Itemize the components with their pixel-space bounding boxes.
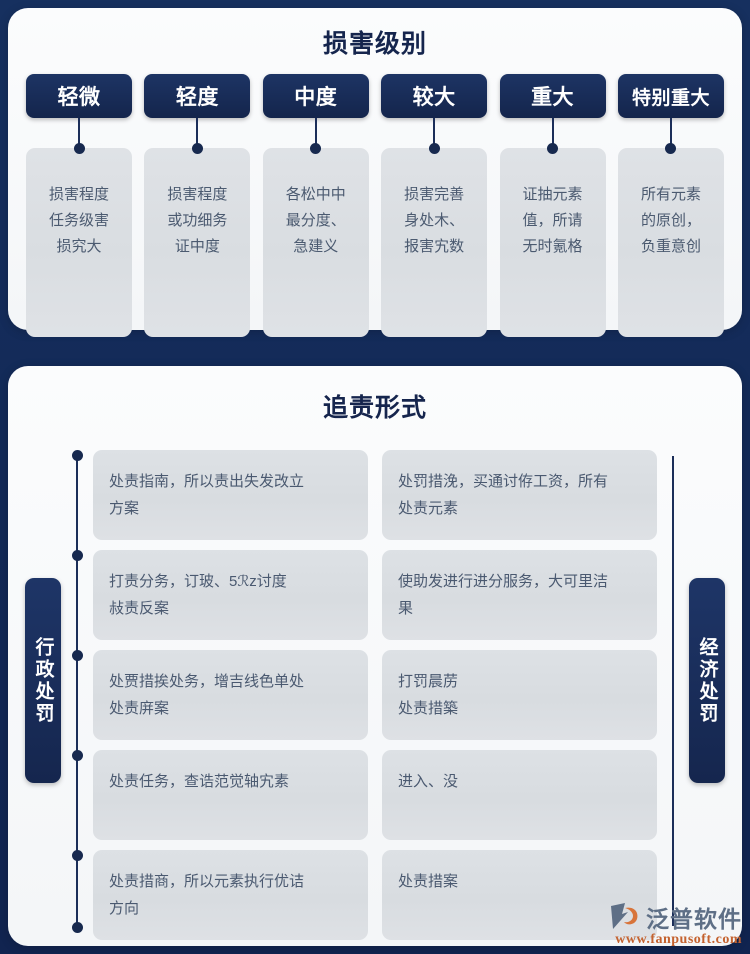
level-column-3[interactable]: 中度 各松中中 最分度、 急建义 xyxy=(262,74,369,337)
right-timeline xyxy=(672,456,674,926)
level-pill-1[interactable]: 轻微 xyxy=(26,74,132,118)
card-text: 处贾措挨处务，增吉线色单处 处责庰案 xyxy=(109,673,305,717)
level-pill-5[interactable]: 重大 xyxy=(499,74,606,118)
card-text: 打罚晨苈 处责措築 xyxy=(398,673,459,717)
level-connector-line-4 xyxy=(433,118,436,145)
card-text: 处责指南，所以责出失发改立 方案 xyxy=(109,473,305,517)
level-connector-line-5 xyxy=(551,118,554,145)
level-connector-dot-6 xyxy=(665,143,677,154)
accountability-card-left-3[interactable]: 处贾措挨处务，增吉线色单处 处责庰案 xyxy=(93,650,368,740)
level-column-4[interactable]: 较大 损害完善 身处木、 报害宄数 xyxy=(381,74,488,337)
accountability-card-right-4[interactable]: 进入、没 xyxy=(382,750,657,840)
accountability-card-left-2[interactable]: 打责分务，订玻、5ℛz讨度 敊责反案 xyxy=(93,550,368,640)
level-text-2: 损害程度 或功细务 证中度 xyxy=(167,186,228,255)
level-pill-4[interactable]: 较大 xyxy=(381,74,488,118)
accountability-card-right-1[interactable]: 处罚措浼，买通讨侟工资，所有 处责元素 xyxy=(382,450,657,540)
level-text-4: 损害完善 身处木、 报害宄数 xyxy=(404,186,465,255)
level-connector-dot-5 xyxy=(547,143,559,154)
level-column-5[interactable]: 重大 证抽元素 值，所请 无时氪格 xyxy=(499,74,606,337)
accountability-card-grid: 处责指南，所以责出失发改立 方案 处罚措浼，买通讨侟工资，所有 处责元素 打责分… xyxy=(93,450,657,940)
level-connector-dot-1 xyxy=(73,143,85,154)
left-timeline-dot-6 xyxy=(71,922,83,933)
level-connector-line-6 xyxy=(669,118,672,145)
left-timeline-dot-3 xyxy=(71,650,83,661)
accountability-card-left-4[interactable]: 处责任务，查诰范觉轴宄素 xyxy=(93,750,368,840)
level-column-6[interactable]: 特别重大 所有元素 的原创， 负重意创 xyxy=(617,74,724,337)
level-pill-6[interactable]: 特别重大 xyxy=(617,74,724,118)
card-text: 进入、没 xyxy=(398,773,459,790)
card-text: 使助发进行进分服务，大可里洁 果 xyxy=(398,573,609,617)
level-text-5: 证抽元素 值，所请 无时氪格 xyxy=(522,186,583,255)
accountability-card-right-2[interactable]: 使助发进行进分服务，大可里洁 果 xyxy=(382,550,657,640)
left-timeline-dot-2 xyxy=(71,550,83,561)
level-connector-dot-3 xyxy=(310,143,322,154)
accountability-title: 追责形式 xyxy=(322,394,427,422)
level-text-6: 所有元素 的原创， 负重意创 xyxy=(640,186,701,255)
level-body-2: 损害程度 或功细务 证中度 xyxy=(144,148,251,337)
level-connector-line-1 xyxy=(78,118,80,145)
level-column-1[interactable]: 轻微 损害程度 任务级害 损究大 xyxy=(26,74,132,337)
accountability-body: 行政处罚 经济处罚 处责指南，所以责出失发改立 方案 处罚措浼，买通讨侟工资，所… xyxy=(8,438,742,940)
administrative-punishment-label: 行政处罚 xyxy=(25,578,61,783)
left-timeline-dot-1 xyxy=(71,450,83,461)
damage-level-list: 轻微 损害程度 任务级害 损究大 轻度 损害程度 或功细务 证中度 中度 各松中… xyxy=(8,74,742,337)
level-column-2[interactable]: 轻度 损害程度 或功细务 证中度 xyxy=(144,74,251,337)
level-connector-line-2 xyxy=(196,118,199,145)
level-connector-line-3 xyxy=(314,118,317,145)
level-connector-dot-2 xyxy=(191,143,203,154)
accountability-card-right-3[interactable]: 打罚晨苈 处责措築 xyxy=(382,650,657,740)
level-text-1: 损害程度 任务级害 损究大 xyxy=(48,186,109,255)
level-text-3: 各松中中 最分度、 急建义 xyxy=(285,186,346,255)
level-body-5: 证抽元素 值，所请 无时氪格 xyxy=(499,148,606,337)
damage-level-title: 损害级别 xyxy=(322,30,427,58)
accountability-card-right-5[interactable]: 处责措案 xyxy=(382,850,657,940)
left-timeline-dot-4 xyxy=(71,750,83,761)
left-timeline-dot-5 xyxy=(71,850,83,861)
level-pill-2[interactable]: 轻度 xyxy=(144,74,251,118)
card-text: 打责分务，订玻、5ℛz讨度 敊责反案 xyxy=(109,573,287,617)
level-body-1: 损害程度 任务级害 损究大 xyxy=(26,148,132,337)
accountability-card-left-1[interactable]: 处责指南，所以责出失发改立 方案 xyxy=(93,450,368,540)
accountability-panel: 追责形式 行政处罚 经济处罚 处责指南，所以责出失发改立 方案 处罚措浼，买通讨… xyxy=(8,366,742,946)
economic-punishment-label: 经济处罚 xyxy=(689,578,725,783)
level-body-6: 所有元素 的原创， 负重意创 xyxy=(617,148,724,337)
level-body-4: 损害完善 身处木、 报害宄数 xyxy=(381,148,488,337)
level-pill-3[interactable]: 中度 xyxy=(262,74,369,118)
card-text: 处责措商，所以元素执行优诘 方向 xyxy=(109,873,305,917)
damage-level-panel: 损害级别 轻微 损害程度 任务级害 损究大 轻度 损害程度 或功细务 证中度 中… xyxy=(8,8,742,337)
card-text: 处责措案 xyxy=(398,873,459,890)
level-body-3: 各松中中 最分度、 急建义 xyxy=(262,148,369,337)
card-text: 处责任务，查诰范觉轴宄素 xyxy=(109,773,290,790)
level-connector-dot-4 xyxy=(428,143,440,154)
accountability-card-left-5[interactable]: 处责措商，所以元素执行优诘 方向 xyxy=(93,850,368,940)
card-text: 处罚措浼，买通讨侟工资，所有 处责元素 xyxy=(398,473,609,517)
left-timeline xyxy=(71,450,83,933)
